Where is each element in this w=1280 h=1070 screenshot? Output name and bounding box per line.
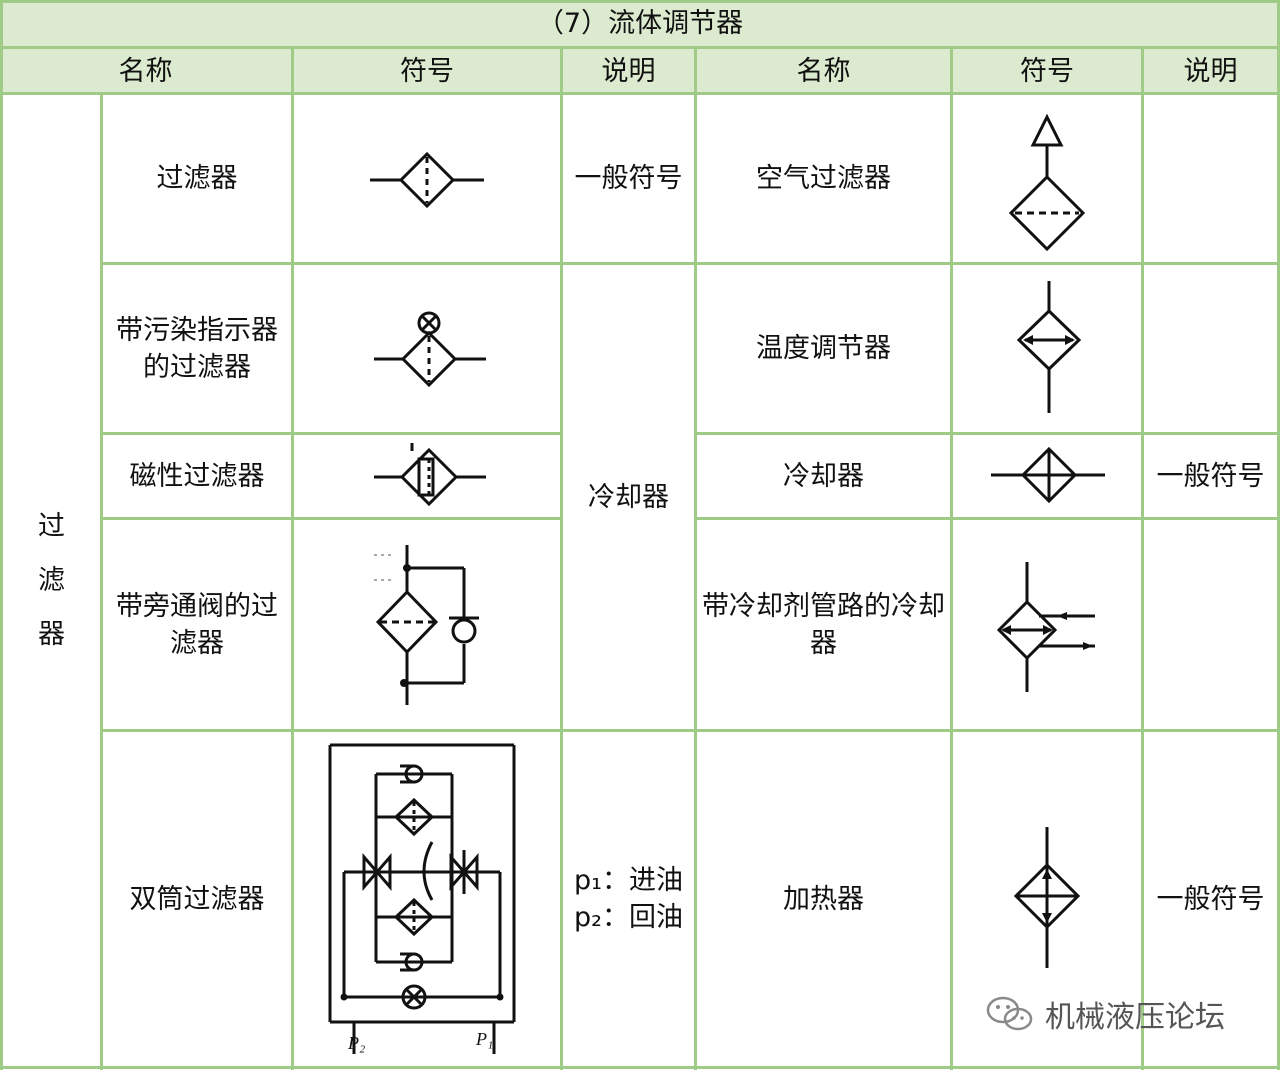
grid-line [0, 1066, 1280, 1069]
header-desc-left: 说明 [601, 55, 656, 87]
wechat-icon [986, 996, 1033, 1031]
name-cell: 带旁通阀的过滤器 [116, 590, 278, 659]
category-char: 滤 [38, 564, 65, 596]
header-desc-right: 说明 [1183, 55, 1238, 87]
title-bar [0, 0, 1280, 48]
desc-cell [1144, 95, 1277, 262]
name-cell: 带污染指示器的过滤器 [116, 314, 278, 383]
name-cell: 磁性过滤器 [129, 460, 265, 492]
name-cell: 空气过滤器 [756, 163, 891, 194]
grid-line [0, 92, 1280, 95]
desc-cell: 一般符号 [574, 163, 683, 194]
header-row [0, 48, 1280, 94]
grid-line [695, 517, 1280, 520]
header-name-left: 名称 [118, 55, 173, 87]
filter-indicator-symbol [294, 265, 560, 432]
grid-line [101, 517, 561, 520]
grid-line [0, 46, 1280, 49]
cooler-coolant-symbol [953, 520, 1141, 729]
bypass-filter-symbol [294, 520, 560, 729]
grid-line [0, 0, 3, 1070]
grid-line [1277, 0, 1280, 1070]
category-char: 过 [38, 510, 65, 542]
grid-line [694, 46, 697, 1070]
table-title: （7）流体调节器 [536, 7, 744, 39]
desc-cell: 一般符号 [1156, 883, 1265, 915]
desc-cell: 一般符号 [1156, 460, 1265, 492]
header-symbol-left: 符号 [400, 55, 454, 87]
grid-line [1141, 46, 1144, 1070]
desc-line: p₂：回油 [574, 902, 683, 933]
watermark-text: 机械液压论坛 [1045, 1000, 1225, 1035]
port-label-p2: P₂ [347, 1033, 365, 1053]
filter-symbol [294, 95, 560, 262]
name-cell: 冷却器 [783, 460, 864, 492]
air-filter-symbol [953, 95, 1141, 262]
name-cell: 加热器 [783, 883, 864, 915]
grid-line [100, 92, 103, 1070]
category-char: 器 [38, 618, 65, 650]
grid-line [101, 262, 1280, 265]
name-cell: 过滤器 [156, 163, 238, 194]
grid-line [101, 432, 561, 435]
desc-cell [1144, 520, 1277, 729]
grid-line [101, 729, 1280, 732]
desc-line: p₁：进油 [574, 865, 683, 896]
magnetic-filter-symbol [294, 435, 560, 517]
heater-symbol [953, 732, 1141, 1066]
header-name-right: 名称 [796, 55, 851, 87]
grid-line [695, 432, 1280, 435]
desc-cell-merged: 冷却器 [588, 481, 669, 513]
grid-line [950, 46, 953, 1070]
watermark: 机械液压论坛 [985, 992, 1225, 1036]
name-cell: 双筒过滤器 [129, 883, 265, 915]
name-cell: 带冷却剂管路的冷却器 [702, 590, 945, 659]
grid-line [560, 46, 563, 1070]
port-label-p1: P₁ [475, 1029, 493, 1049]
cooler-symbol [953, 435, 1141, 517]
grid-line [291, 46, 294, 1070]
duplex-filter-symbol: P₂ P₁ [294, 732, 560, 1066]
category-label: 过 滤 器 [3, 95, 100, 1066]
grid-line [0, 0, 1280, 3]
desc-cell: p₁：进油 p₂：回油 [563, 732, 694, 1066]
header-symbol-right: 符号 [1020, 55, 1074, 87]
name-cell: 温度调节器 [756, 333, 891, 364]
temperature-regulator-symbol [953, 265, 1141, 432]
desc-cell [1144, 265, 1277, 432]
